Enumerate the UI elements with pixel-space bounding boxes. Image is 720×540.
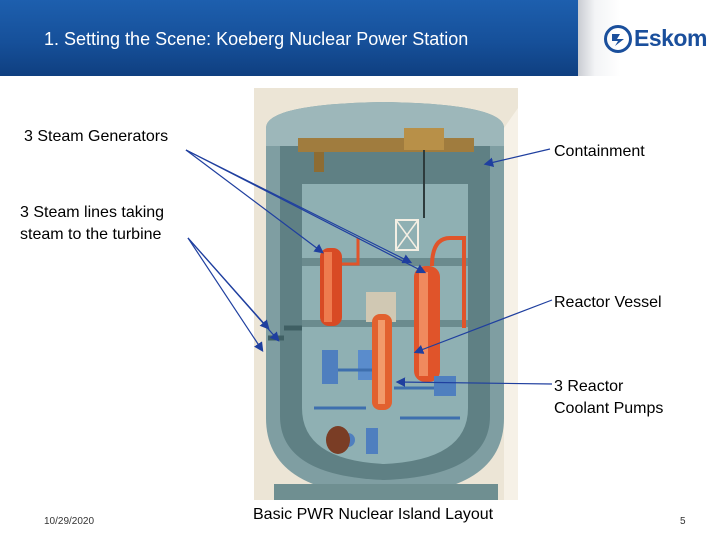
slide-date: 10/29/2020 bbox=[44, 516, 95, 527]
label-coolant-pumps-line2: Coolant Pumps bbox=[554, 400, 664, 417]
label-steam-lines-line1: 3 Steam lines taking bbox=[20, 204, 165, 221]
nuclear-island-cutaway-image bbox=[254, 88, 518, 500]
eskom-logo-icon bbox=[604, 25, 632, 53]
title-bar: 1. Setting the Scene: Koeberg Nuclear Po… bbox=[0, 0, 578, 76]
eskom-logo-text: Eskom bbox=[634, 25, 707, 51]
logo-panel bbox=[578, 0, 720, 76]
label-steam-lines-line2: steam to the turbine bbox=[20, 226, 162, 243]
slide-header: 1. Setting the Scene: Koeberg Nuclear Po… bbox=[0, 0, 720, 76]
page-number: 5 bbox=[680, 516, 686, 527]
arrow-steam-line-3 bbox=[187, 237, 264, 353]
label-reactor-vessel: Reactor Vessel bbox=[554, 294, 662, 311]
label-coolant-pumps-line1: 3 Reactor bbox=[554, 378, 624, 395]
figure-caption: Basic PWR Nuclear Island Layout bbox=[253, 506, 494, 523]
label-steam-generators: 3 Steam Generators bbox=[24, 128, 169, 145]
label-coolant-pumps: 3 Reactor Coolant Pumps bbox=[554, 376, 663, 420]
label-steam-lines: 3 Steam lines taking steam to the turbin… bbox=[20, 202, 164, 246]
label-containment: Containment bbox=[554, 143, 645, 160]
slide-title: 1. Setting the Scene: Koeberg Nuclear Po… bbox=[44, 29, 469, 49]
